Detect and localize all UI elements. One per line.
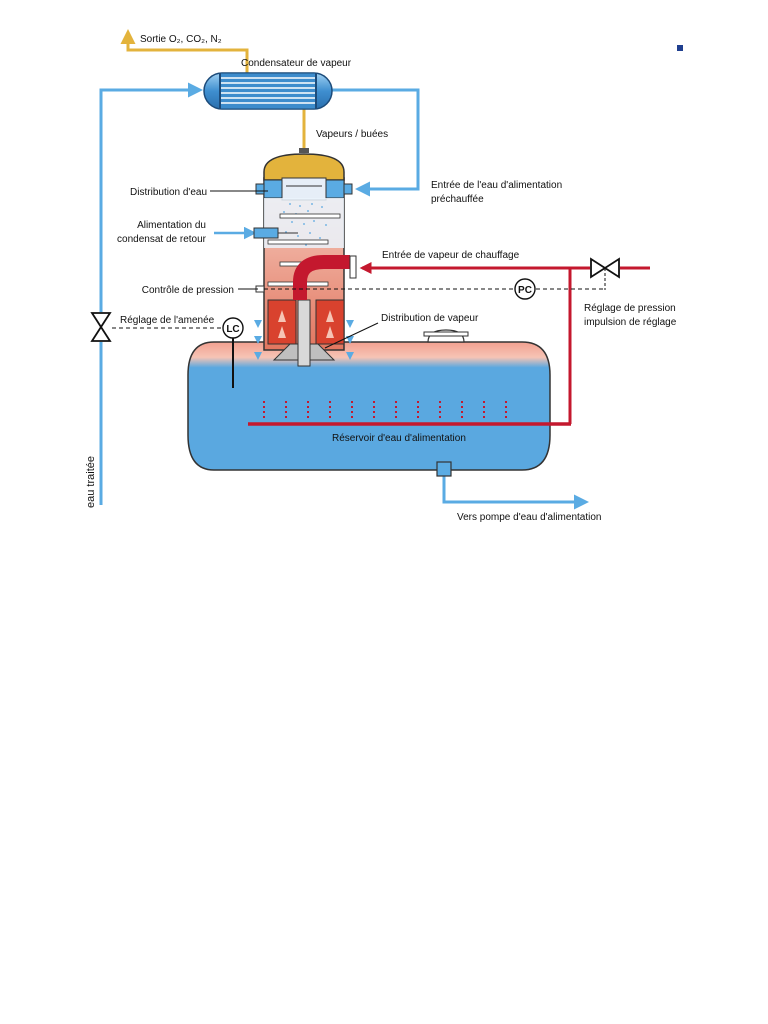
leader-steam-distribution — [324, 322, 379, 349]
treated-water-pipe — [99, 82, 203, 505]
pc-instrument-icon — [514, 278, 536, 300]
pc-label: PC — [518, 285, 532, 296]
label-steam-distribution: Distribution de vapeur — [381, 313, 479, 324]
label-condenser: Condensateur de vapeur — [241, 58, 352, 69]
lc-instrument-icon — [222, 317, 244, 339]
corner-bullet — [677, 45, 683, 51]
steam-distribution — [267, 255, 357, 367]
label-pressure-control: Contrôle de pression — [142, 285, 234, 296]
inflow-valve-icon — [90, 312, 112, 342]
label-vapors: Vapeurs / buées — [316, 129, 388, 140]
preheated-water-pipe — [332, 88, 420, 197]
label-steam-inlet: Entrée de vapeur de chauffage — [382, 250, 520, 261]
pressure-valve-icon — [590, 257, 620, 290]
gas-outlet-pipe — [120, 29, 249, 74]
feed-water-tank — [187, 329, 551, 477]
label-to-pump: Vers pompe d'eau d'alimentation — [457, 512, 601, 523]
label-pressure-regulation-1: Réglage de pression — [584, 303, 676, 314]
label-inflow-regulation: Réglage de l'amenée — [120, 315, 215, 326]
label-return-condensate-1: Alimentation du — [137, 220, 206, 231]
lc-label: LC — [226, 324, 239, 335]
label-feed-water-inlet-1: Entrée de l'eau d'alimentation — [431, 180, 562, 191]
label-reservoir: Réservoir d'eau d'alimentation — [332, 433, 466, 444]
label-pressure-regulation-2: impulsion de réglage — [584, 317, 677, 328]
label-outlet: Sortie O₂, CO₂, N₂ — [140, 34, 222, 45]
label-return-condensate-2: condensat de retour — [117, 234, 207, 245]
steam-condenser — [203, 72, 333, 110]
label-feed-water-inlet-2: préchauffée — [431, 194, 484, 205]
label-treated-water: eau traitée — [85, 456, 97, 508]
pump-outlet-pipe — [442, 472, 589, 510]
tank-steam-sparger — [248, 400, 571, 426]
label-water-distribution: Distribution d'eau — [130, 187, 207, 198]
